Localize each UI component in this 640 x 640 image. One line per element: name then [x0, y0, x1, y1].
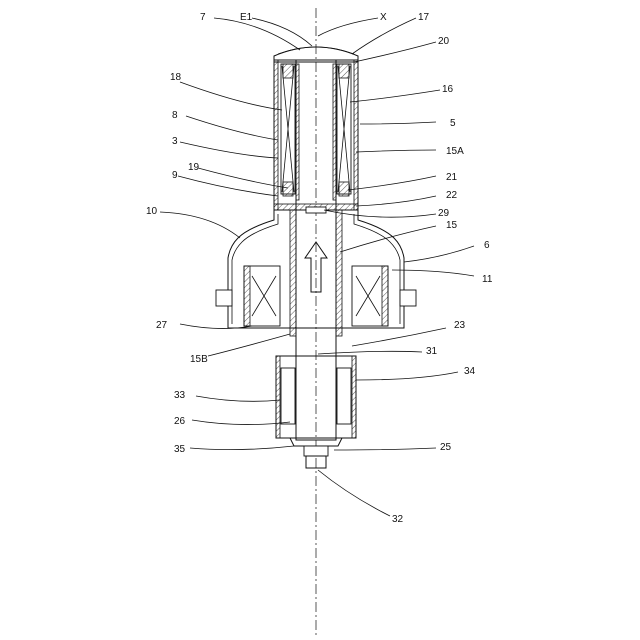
- terminal-block: [304, 446, 328, 456]
- tube-wall-left: [296, 64, 299, 200]
- label-8: 8: [172, 110, 178, 121]
- flange-right: [400, 290, 416, 306]
- magnet-left: [281, 368, 295, 424]
- label-29: 29: [438, 208, 450, 219]
- label-6: 6: [484, 240, 490, 251]
- label-11: 11: [482, 274, 493, 285]
- label-X: X: [380, 12, 387, 23]
- label-33: 33: [174, 390, 186, 401]
- lower-tube-wall-right: [336, 210, 342, 336]
- label-18: 18: [170, 72, 182, 83]
- label-26: 26: [174, 416, 186, 427]
- label-10: 10: [146, 206, 158, 217]
- casing-wall-left: [274, 60, 278, 210]
- label-16: 16: [442, 84, 454, 95]
- label-3: 3: [172, 136, 178, 147]
- label-17: 17: [418, 12, 430, 23]
- label-35: 35: [174, 444, 186, 455]
- coil-cap-left-bottom: [283, 182, 293, 196]
- flange-left: [216, 290, 232, 306]
- label-15A: 15A: [446, 146, 464, 157]
- label-23: 23: [454, 320, 466, 331]
- lower-tube-wall-left: [290, 210, 296, 336]
- coil-cap-right-bottom: [339, 182, 349, 196]
- label-E1: E1: [240, 12, 253, 23]
- label-7: 7: [200, 12, 206, 23]
- lower-coil-left-core: [244, 266, 250, 326]
- label-5: 5: [450, 118, 456, 129]
- label-21: 21: [446, 172, 458, 183]
- coil-cap-left-top: [283, 64, 293, 78]
- lower-coil-right-core: [382, 266, 388, 326]
- label-32: 32: [392, 514, 404, 525]
- label-34: 34: [464, 366, 476, 377]
- casing-wall-right: [354, 60, 358, 210]
- label-31: 31: [426, 346, 438, 357]
- label-15: 15: [446, 220, 458, 231]
- label-27: 27: [156, 320, 168, 331]
- valve-seat: [306, 207, 326, 213]
- label-15B: 15B: [190, 354, 208, 365]
- leader-lines: [160, 18, 474, 516]
- label-19: 19: [188, 162, 200, 173]
- magnet-right: [337, 368, 351, 424]
- label-9: 9: [172, 170, 178, 181]
- label-22: 22: [446, 190, 458, 201]
- tube-wall-right: [333, 64, 336, 200]
- label-25: 25: [440, 442, 452, 453]
- label-20: 20: [438, 36, 450, 47]
- base-wall-right: [352, 356, 356, 438]
- coil-cap-right-top: [339, 64, 349, 78]
- base-wall-left: [276, 356, 280, 438]
